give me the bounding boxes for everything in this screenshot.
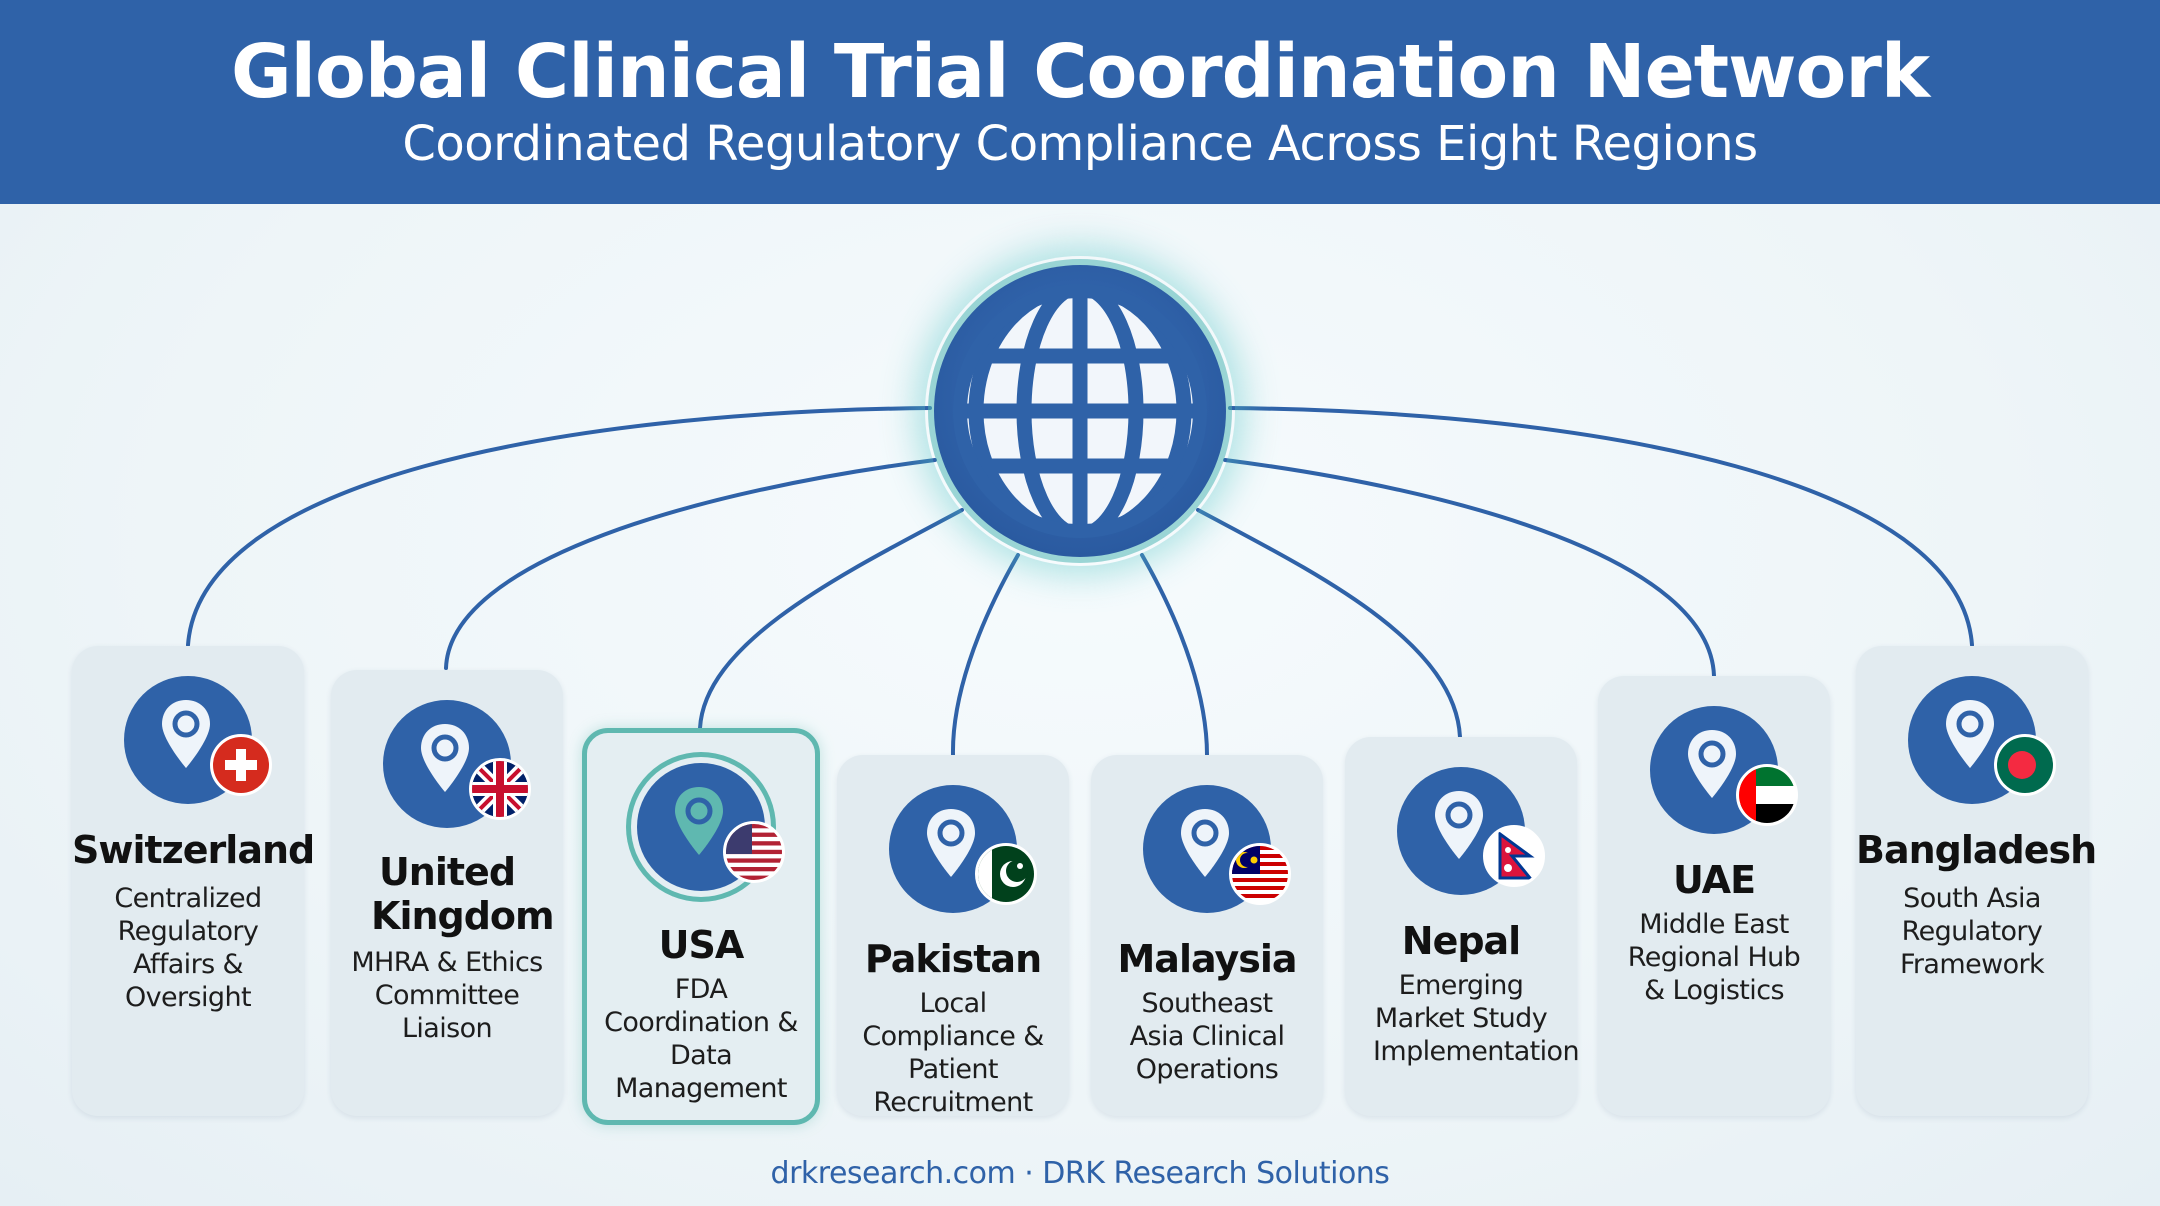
region-card-pakistan[interactable]: Pakistan Local Compliance & Patient Recr… <box>837 755 1069 1118</box>
region-card-switzerland[interactable]: Switzerland Centralized Regulatory Affai… <box>72 646 315 1116</box>
region-description: Emerging Market Study Implementation <box>1373 970 1580 1067</box>
region-name: Malaysia <box>1117 937 1297 981</box>
location-pin-icon <box>1650 706 1798 834</box>
connector-nepal <box>1196 508 1462 739</box>
region-card-uae[interactable]: UAE Middle East Regional Hub & Logistics <box>1598 676 1830 1116</box>
region-card-malaysia[interactable]: Malaysia Southeast Asia Clinical Operati… <box>1091 755 1323 1116</box>
region-name: Nepal <box>1401 919 1521 963</box>
region-name: United Kingdom <box>371 850 555 938</box>
location-pin-icon <box>889 785 1037 913</box>
region-card-usa[interactable]: USA FDA Coordination & Data Management <box>582 728 820 1125</box>
region-name: UAE <box>1672 858 1756 902</box>
region-description: MHRA & Ethics Committee Liaison <box>351 947 543 1044</box>
location-pin-icon <box>124 676 272 804</box>
connector-usa <box>698 508 964 730</box>
region-description: South Asia Regulatory Framework <box>1899 883 2045 980</box>
usa-flag-icon <box>723 821 785 883</box>
region-description: Local Compliance & Patient Recruitment <box>862 988 1044 1118</box>
region-name: Bangladesh <box>1856 828 2097 872</box>
uk-flag-icon <box>469 758 531 820</box>
connector-uae <box>1223 458 1716 678</box>
malaysia-flag-icon <box>1229 843 1291 905</box>
switzerland-flag-icon <box>210 734 272 796</box>
location-pin-icon <box>1908 676 2056 804</box>
region-card-united-kingdom[interactable]: United Kingdom MHRA & Ethics Committee L… <box>331 670 563 1116</box>
connector-uk <box>444 458 937 670</box>
connector-malaysia <box>1140 553 1209 757</box>
region-name: USA <box>658 923 745 967</box>
pakistan-flag-icon <box>975 843 1037 905</box>
region-description: Centralized Regulatory Affairs & Oversig… <box>114 883 262 1013</box>
globe-icon <box>925 256 1235 566</box>
region-description: FDA Coordination & Data Management <box>604 974 798 1104</box>
page-title: Global Clinical Trial Coordination Netwo… <box>230 29 1930 115</box>
footer-credit[interactable]: drkresearch.com · DRK Research Solutions <box>770 1156 1390 1191</box>
region-description: Middle East Regional Hub & Logistics <box>1627 909 1801 1006</box>
connector-pakistan <box>950 553 1020 757</box>
region-description: Southeast Asia Clinical Operations <box>1129 988 1285 1085</box>
nepal-flag-icon <box>1483 825 1545 887</box>
header-banner: Global Clinical Trial Coordination Netwo… <box>0 0 2160 204</box>
location-pin-icon <box>637 763 785 891</box>
region-name: Switzerland <box>72 828 315 872</box>
uae-flag-icon <box>1736 764 1798 826</box>
connector-bangladesh <box>1228 406 1974 647</box>
page-subtitle: Coordinated Regulatory Compliance Across… <box>402 116 1758 172</box>
location-pin-icon <box>1397 767 1545 895</box>
location-pin-icon <box>383 700 531 828</box>
location-pin-icon <box>1143 785 1291 913</box>
region-card-bangladesh[interactable]: Bangladesh South Asia Regulatory Framewo… <box>1856 646 2097 1116</box>
region-card-nepal[interactable]: Nepal Emerging Market Study Implementati… <box>1345 737 1580 1116</box>
connector-switzerland <box>186 406 932 647</box>
bangladesh-flag-icon <box>1994 734 2056 796</box>
region-name: Pakistan <box>864 937 1042 981</box>
